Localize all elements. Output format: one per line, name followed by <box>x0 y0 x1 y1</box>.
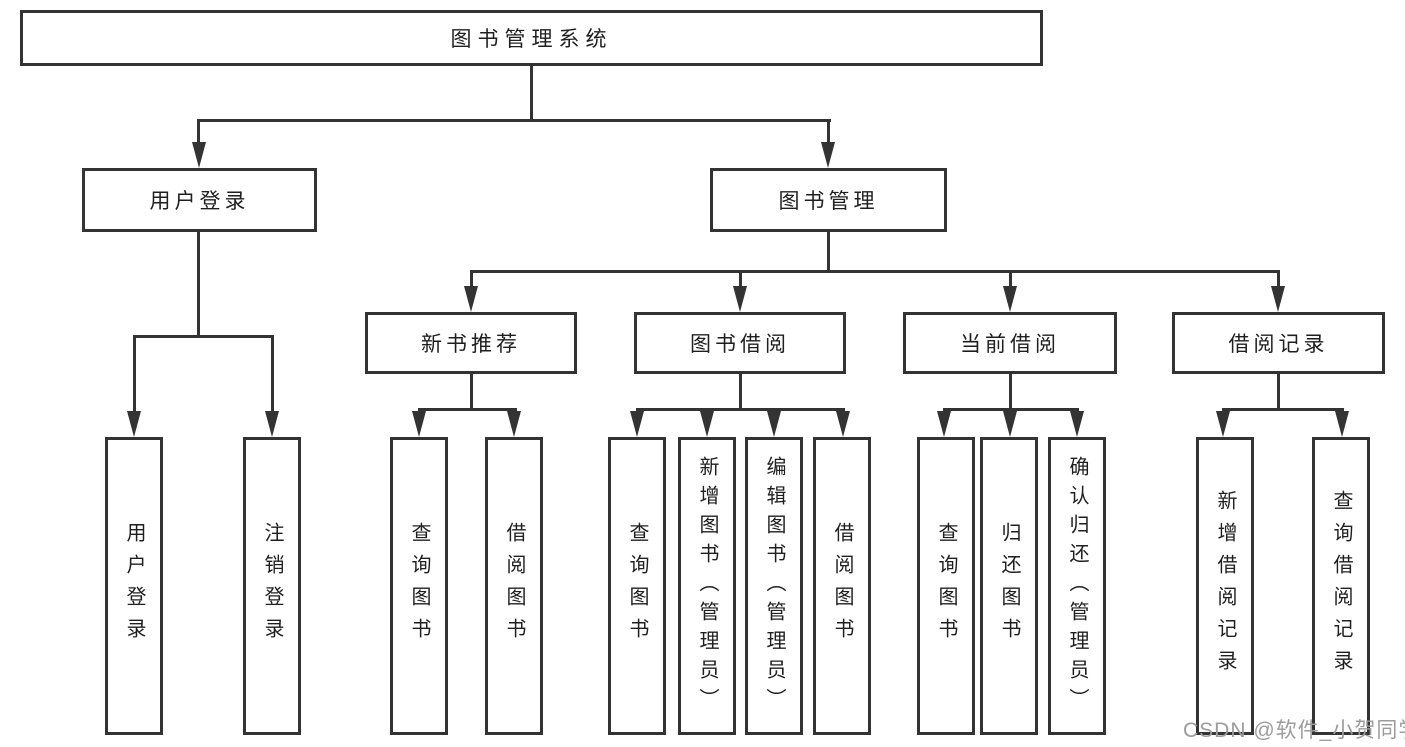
node-return-book: 归还图书 <box>980 437 1038 735</box>
edge-shaft-borrowing-records <box>1277 270 1280 288</box>
node-user-login-leaf: 用户登录 <box>105 437 163 735</box>
edge-shaft-logout-leaf <box>271 335 274 413</box>
edge-borrowing-records-branch <box>1222 408 1343 411</box>
node-query-books-recommend: 查询图书 <box>390 437 448 735</box>
leaf-label: 编辑图书（管理员） <box>763 455 785 717</box>
arrowhead-add-book <box>700 411 714 437</box>
edge-modules-branch <box>470 270 1280 273</box>
node-new-book-recommendation: 新书推荐 <box>365 312 577 374</box>
edge-shaft-book-borrowing <box>739 270 742 288</box>
leaf-label: 查询图书 <box>935 522 957 650</box>
node-borrowing-records: 借阅记录 <box>1172 312 1385 374</box>
node-user-login: 用户登录 <box>82 168 317 232</box>
leaf-label: 新增图书（管理员） <box>696 455 718 717</box>
edge-new-book-stem <box>470 372 473 411</box>
node-query-books-borrowing: 查询图书 <box>608 437 666 735</box>
node-current-borrowing: 当前借阅 <box>903 312 1117 374</box>
edge-shaft-current-borrowing <box>1009 270 1012 288</box>
leaf-label: 查询借阅记录 <box>1330 490 1352 682</box>
arrowhead-return-book <box>1003 411 1017 437</box>
node-edit-book-admin: 编辑图书（管理员） <box>745 437 803 735</box>
node-logout-leaf: 注销登录 <box>243 437 301 735</box>
arrowhead-borrow-books-1 <box>507 411 521 437</box>
leaf-label: 归还图书 <box>998 522 1020 650</box>
node-library-system: 图书管理系统 <box>20 10 1043 66</box>
node-book-borrowing: 图书借阅 <box>634 312 846 374</box>
leaf-label: 确认归还（管理员） <box>1066 455 1088 717</box>
edge-book-borrowing-branch <box>636 408 844 411</box>
leaf-label: 借阅图书 <box>831 522 853 650</box>
edge-user-login-stem <box>197 231 200 337</box>
node-confirm-return-admin: 确认归还（管理员） <box>1048 437 1106 735</box>
leaf-label: 借阅图书 <box>503 522 525 650</box>
edge-new-book-branch <box>418 408 517 411</box>
arrowhead-add-record <box>1216 411 1230 437</box>
edge-shaft-book-management <box>827 119 830 145</box>
arrowhead-query-books-1 <box>412 411 426 437</box>
edge-root-stem <box>530 64 533 121</box>
node-book-management: 图书管理 <box>710 168 947 232</box>
arrowhead-book-management <box>821 142 835 168</box>
edge-current-borrowing-stem <box>1009 372 1012 411</box>
leaf-label: 新增借阅记录 <box>1214 490 1236 682</box>
arrowhead-edit-book <box>767 411 781 437</box>
watermark: CSDN @软件_小贺同学 <box>1183 719 1405 742</box>
arrowhead-book-borrowing <box>733 286 747 312</box>
edge-shaft-new-book <box>470 270 473 288</box>
node-borrow-books-leaf: 借阅图书 <box>813 437 871 735</box>
leaf-label: 注销登录 <box>261 522 283 650</box>
arrowhead-login-leaf <box>127 411 141 437</box>
edge-borrowing-records-stem <box>1277 372 1280 411</box>
arrowhead-new-book <box>464 286 478 312</box>
leaf-label: 查询图书 <box>626 522 648 650</box>
edge-shaft-user-login <box>197 119 200 145</box>
edge-level2-branch <box>197 119 831 122</box>
node-query-borrow-record: 查询借阅记录 <box>1312 437 1370 735</box>
arrowhead-borrow-books-2 <box>836 411 850 437</box>
arrowhead-borrowing-records <box>1271 286 1285 312</box>
arrowhead-user-login <box>192 142 206 168</box>
node-borrow-books-recommend: 借阅图书 <box>485 437 543 735</box>
edge-book-management-stem <box>827 231 830 273</box>
arrowhead-query-books-3 <box>937 411 951 437</box>
leaf-label: 查询图书 <box>408 522 430 650</box>
node-add-borrow-record: 新增借阅记录 <box>1196 437 1254 735</box>
arrowhead-confirm-return <box>1070 411 1084 437</box>
node-query-books-current: 查询图书 <box>917 437 975 735</box>
node-add-book-admin: 新增图书（管理员） <box>678 437 736 735</box>
edge-user-login-branch <box>133 335 274 338</box>
leaf-label: 用户登录 <box>123 522 145 650</box>
arrowhead-current-borrowing <box>1003 286 1017 312</box>
arrowhead-query-record <box>1335 411 1349 437</box>
arrowhead-query-books-2 <box>630 411 644 437</box>
arrowhead-logout-leaf <box>265 411 279 437</box>
edge-book-borrowing-stem <box>739 372 742 411</box>
edge-shaft-login-leaf <box>133 335 136 413</box>
